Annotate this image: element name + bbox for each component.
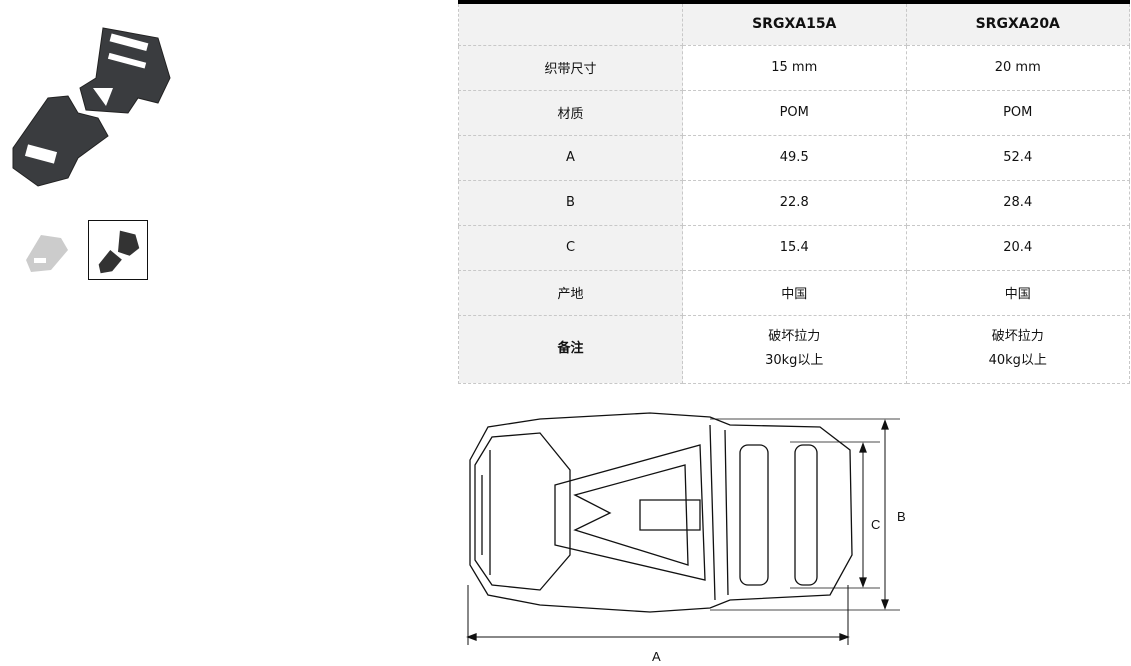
row-label: 织带尺寸 [458,44,683,91]
row-label: C [458,224,683,271]
row-label: B [458,179,683,226]
note-line: 破坏拉力 [768,329,821,344]
header-model-2: SRGXA20A [905,1,1130,46]
cell: 49.5 [682,134,907,181]
thumbnail-1[interactable] [16,220,76,280]
row-label: 产地 [458,269,683,316]
dimension-drawing: B C A [466,412,906,664]
cell: 中国 [682,269,907,316]
note-line: 30kg以上 [765,353,824,368]
row-label: 材质 [458,89,683,136]
product-main-image [12,27,171,187]
row-label: A [458,134,683,181]
thumbnail-2-selected[interactable] [88,220,148,280]
header-model-1: SRGXA15A [682,1,907,46]
cell: 破坏拉力 40kg以上 [905,314,1130,384]
row-label: 备注 [458,314,683,384]
buckle-thumbnail-icon [26,235,68,272]
note-line: 破坏拉力 [991,329,1044,344]
cell: POM [682,89,907,136]
dimension-b-label: B [897,509,906,524]
cell: 20 mm [905,44,1130,91]
note-line: 40kg以上 [988,353,1047,368]
cell: 15 mm [682,44,907,91]
table-header-row: SRGXA15A SRGXA20A [458,1,1130,46]
cell: POM [905,89,1130,136]
header-empty [458,1,683,46]
cell: 中国 [905,269,1130,316]
dimension-c-label: C [871,517,880,532]
cell: 破坏拉力 30kg以上 [682,314,907,384]
table-row: 产地中国中国 [458,269,1130,316]
cell: 15.4 [682,224,907,271]
cell: 20.4 [905,224,1130,271]
table-row-note: 备注 破坏拉力 30kg以上 破坏拉力 40kg以上 [458,314,1130,384]
buckle-thumbnail-icon [98,230,140,274]
cell: 28.4 [905,179,1130,226]
cell: 52.4 [905,134,1130,181]
dimension-a-label: A [652,649,661,664]
cell: 22.8 [682,179,907,226]
